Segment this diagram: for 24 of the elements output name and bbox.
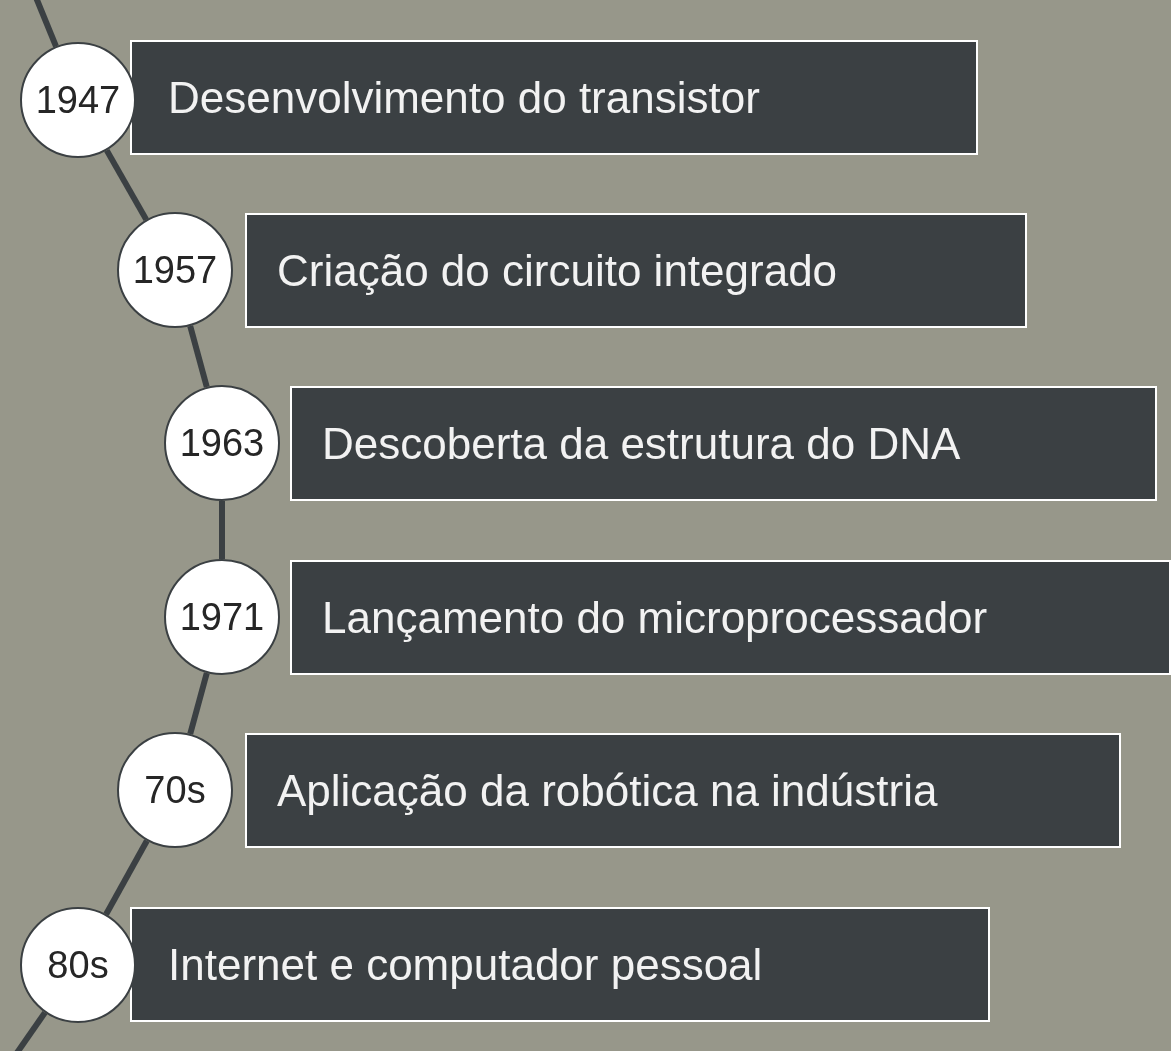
event-box [290, 560, 1171, 675]
timeline-line [32, 0, 59, 48]
timeline-line [103, 839, 150, 916]
event-text: Descoberta da estrutura do DNA [322, 418, 961, 469]
event-box [245, 213, 1027, 328]
event-text: Criação do circuito integrado [277, 245, 838, 296]
year-label: 1947 [35, 78, 121, 122]
year-label: 70s [144, 768, 206, 812]
event-box [130, 907, 990, 1022]
timeline-line [187, 672, 210, 735]
event-box [290, 386, 1157, 501]
event-text: Lançamento do microprocessador [322, 592, 988, 643]
year-label: 1957 [132, 248, 218, 292]
event-text: Aplicação da robótica na indústria [277, 765, 938, 816]
year-label: 80s [47, 943, 109, 987]
year-label: 1963 [179, 421, 265, 465]
event-text: Desenvolvimento do transistor [168, 72, 760, 123]
timeline-line [104, 148, 149, 222]
timeline-line [187, 325, 210, 388]
event-box [245, 733, 1121, 848]
event-text: Internet e computador pessoal [168, 939, 763, 990]
timeline-line [219, 501, 225, 559]
event-box [130, 40, 978, 155]
year-label: 1971 [179, 595, 265, 639]
